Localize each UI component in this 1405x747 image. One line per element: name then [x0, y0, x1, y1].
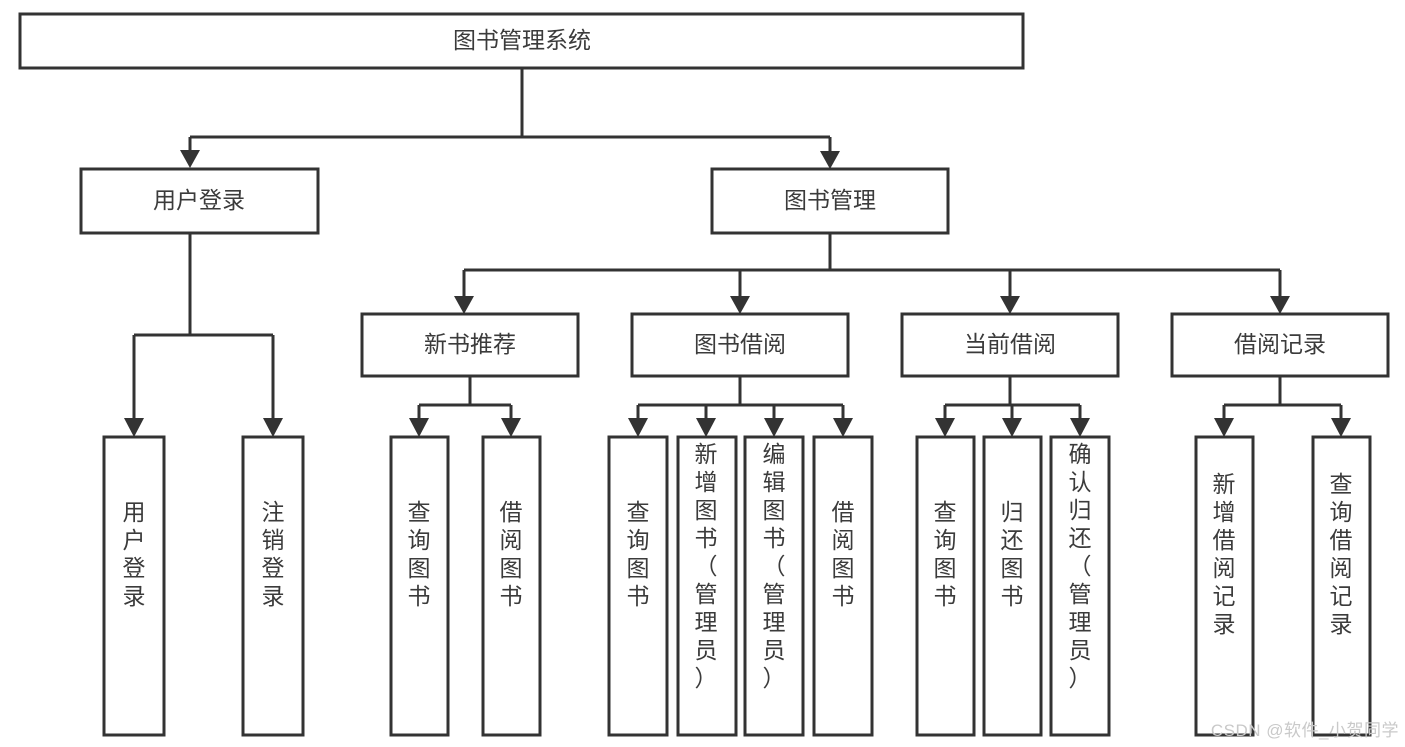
node-leaf12[interactable]: 新增借阅记录 — [1194, 435, 1255, 737]
node-leaf11[interactable]: 确认归还（管理员） — [1049, 435, 1111, 737]
node-leaf13-box[interactable] — [1311, 435, 1372, 737]
node-newbook[interactable]: 新书推荐 — [360, 312, 580, 378]
arrowhead-bookmgmt-to-newbook — [454, 296, 474, 314]
connector-group-bookmgmt — [454, 233, 1290, 314]
node-leaf4[interactable]: 借阅图书 — [481, 435, 542, 737]
arrowhead-bookmgmt-to-current — [1000, 296, 1020, 314]
node-bookmgmt-label: 图书管理 — [784, 187, 876, 213]
node-bookmgmt-box[interactable] — [710, 167, 950, 235]
node-leaf6-box[interactable] — [676, 435, 738, 737]
node-leaf10[interactable]: 归还图书 — [982, 435, 1043, 737]
node-leaf5-box[interactable] — [607, 435, 669, 737]
connector-group-records — [1214, 375, 1351, 437]
node-current[interactable]: 当前借阅 — [900, 312, 1120, 378]
node-leaf5[interactable]: 查询图书 — [607, 435, 669, 737]
connector-group-newbook — [409, 375, 521, 437]
arrowhead-current-to-leaf9 — [935, 418, 955, 437]
arrowhead-login-to-leaf1 — [124, 418, 144, 437]
node-leaf6[interactable]: 新增图书（管理员） — [676, 435, 738, 737]
node-bookmgmt[interactable]: 图书管理 — [710, 167, 950, 235]
node-leaf4-label: 借阅图书 — [500, 499, 523, 609]
node-leaf7-label: 编辑图书（管理员） — [763, 441, 786, 691]
node-leaf9-box[interactable] — [915, 435, 976, 737]
node-current-label: 当前借阅 — [964, 331, 1056, 357]
node-leaf7-box[interactable] — [743, 435, 805, 737]
connector-group-root — [180, 68, 840, 169]
node-leaf10-box[interactable] — [982, 435, 1043, 737]
node-records-box[interactable] — [1170, 312, 1390, 378]
node-leaf11-label: 确认归还（管理员） — [1069, 441, 1092, 691]
node-root-box[interactable] — [18, 12, 1025, 70]
node-root-label: 图书管理系统 — [453, 27, 591, 53]
node-borrow[interactable]: 图书借阅 — [630, 312, 850, 378]
arrowhead-borrow-to-leaf8 — [833, 418, 853, 437]
node-leaf12-box[interactable] — [1194, 435, 1255, 737]
node-leaf6-label: 新增图书（管理员） — [695, 441, 718, 691]
node-newbook-label: 新书推荐 — [424, 331, 516, 357]
node-leaf1[interactable]: 用户登录 — [102, 435, 166, 737]
node-leaf1-box[interactable] — [102, 435, 166, 737]
arrowhead-bookmgmt-to-borrow — [730, 296, 750, 314]
connector-group-login — [124, 233, 283, 437]
node-login-label: 用户登录 — [153, 187, 245, 213]
node-leaf1-label: 用户登录 — [123, 499, 146, 609]
node-leaf11-box[interactable] — [1049, 435, 1111, 737]
node-borrow-box[interactable] — [630, 312, 850, 378]
node-leaf3[interactable]: 查询图书 — [389, 435, 450, 737]
arrowhead-borrow-to-leaf5 — [628, 418, 648, 437]
node-current-box[interactable] — [900, 312, 1120, 378]
node-leaf2[interactable]: 注销登录 — [241, 435, 305, 737]
node-records[interactable]: 借阅记录 — [1170, 312, 1390, 378]
node-leaf8-label: 借阅图书 — [832, 499, 855, 609]
node-records-label: 借阅记录 — [1234, 331, 1326, 357]
arrowhead-newbook-to-leaf4 — [501, 418, 521, 437]
node-leaf13[interactable]: 查询借阅记录 — [1311, 435, 1372, 737]
node-leaf10-label: 归还图书 — [1001, 499, 1024, 609]
node-leaf4-box[interactable] — [481, 435, 542, 737]
arrowhead-records-to-leaf12 — [1214, 418, 1234, 437]
node-borrow-label: 图书借阅 — [694, 331, 786, 357]
arrowhead-newbook-to-leaf3 — [409, 418, 429, 437]
arrowhead-root-to-bookmgmt — [820, 151, 840, 169]
arrowhead-root-to-login — [180, 150, 200, 168]
node-leaf7[interactable]: 编辑图书（管理员） — [743, 435, 805, 737]
node-leaf12-label: 新增借阅记录 — [1213, 471, 1236, 637]
node-leaf8-box[interactable] — [812, 435, 874, 737]
arrowhead-borrow-to-leaf6 — [696, 418, 716, 437]
node-leaf5-label: 查询图书 — [627, 499, 650, 609]
node-leaf8[interactable]: 借阅图书 — [812, 435, 874, 737]
node-login-box[interactable] — [79, 167, 320, 235]
node-leaf3-label: 查询图书 — [408, 499, 431, 609]
arrowhead-current-to-leaf11 — [1070, 418, 1090, 437]
node-leaf13-label: 查询借阅记录 — [1330, 471, 1353, 637]
node-newbook-box[interactable] — [360, 312, 580, 378]
node-root[interactable]: 图书管理系统 — [18, 12, 1025, 70]
connector-group-borrow — [628, 375, 853, 437]
node-login[interactable]: 用户登录 — [79, 167, 320, 235]
arrowhead-bookmgmt-to-records — [1270, 296, 1290, 314]
arrowhead-current-to-leaf10 — [1002, 418, 1022, 437]
node-leaf9-label: 查询图书 — [934, 499, 957, 609]
connector-group-current — [935, 375, 1090, 437]
node-leaf2-box[interactable] — [241, 435, 305, 737]
arrowhead-login-to-leaf2 — [263, 418, 283, 437]
node-leaf9[interactable]: 查询图书 — [915, 435, 976, 737]
arrowhead-borrow-to-leaf7 — [764, 418, 784, 437]
node-leaf3-box[interactable] — [389, 435, 450, 737]
arrowhead-records-to-leaf13 — [1331, 418, 1351, 437]
node-leaf2-label: 注销登录 — [262, 499, 285, 609]
